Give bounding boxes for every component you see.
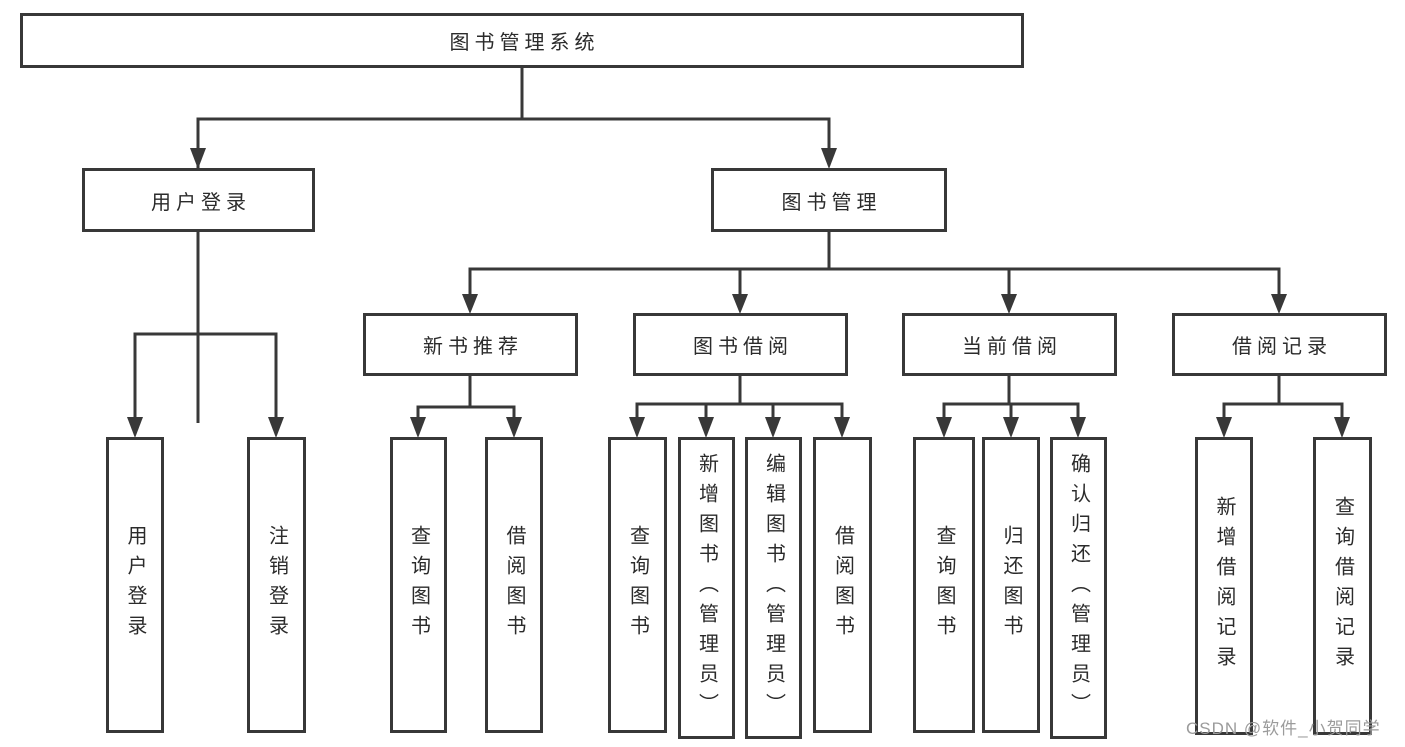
leaf-borrow-books: 借阅图书 [813, 437, 872, 733]
leaf-user-login: 用户登录 [106, 437, 164, 733]
leaf-add-borrow-record: 新增借阅记录 [1195, 437, 1253, 735]
node-book-management: 图书管理 [711, 168, 947, 232]
node-current-borrow: 当前借阅 [902, 313, 1117, 376]
leaf-query-borrow-record: 查询借阅记录 [1313, 437, 1372, 735]
leaf-query-books-recommend: 查询图书 [390, 437, 447, 733]
node-borrow-records: 借阅记录 [1172, 313, 1387, 376]
node-library-management-system: 图书管理系统 [20, 13, 1024, 68]
leaf-edit-books-admin: 编辑图书（管理员） [745, 437, 802, 739]
leaf-query-books-borrow: 查询图书 [608, 437, 667, 733]
leaf-confirm-return-admin: 确认归还（管理员） [1050, 437, 1107, 739]
node-user-login: 用户登录 [82, 168, 315, 232]
leaf-query-books-current: 查询图书 [913, 437, 975, 733]
watermark: CSDN @软件_小贺同学 [1186, 719, 1381, 738]
leaf-add-books-admin: 新增图书（管理员） [678, 437, 735, 739]
node-new-book-recommend: 新书推荐 [363, 313, 578, 376]
leaf-return-books: 归还图书 [982, 437, 1040, 733]
leaf-borrow-books-recommend: 借阅图书 [485, 437, 543, 733]
node-book-borrow: 图书借阅 [633, 313, 848, 376]
leaf-logout: 注销登录 [247, 437, 306, 733]
